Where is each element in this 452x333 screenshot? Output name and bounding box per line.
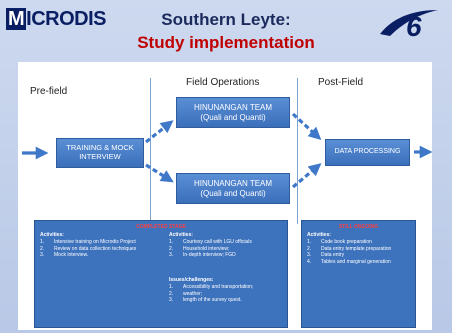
column-label-postfield: Post-Field: [318, 77, 364, 88]
prefield-activity-item: 2.Review on data collection techniques: [40, 245, 137, 252]
column-label-field: Field Operations: [186, 77, 260, 88]
data-processing-box: DATA PROCESSING: [325, 139, 410, 166]
flow-arrows: [22, 112, 432, 189]
completed-stage-box: COMPLETED STAGE Activities: 1.Intensive …: [34, 220, 288, 328]
team-bottom-line2: (Quali and Quanti): [200, 188, 266, 198]
postfield-activity-item: 1.Code book preparation: [307, 238, 372, 245]
postfield-activity-item: 4.Tables and marginal generation: [307, 259, 391, 265]
column-label-prefield: Pre-field: [30, 86, 68, 97]
still-ongoing-label: STILL ONGOING: [338, 224, 379, 230]
postfield-activity-item: 2.Data entry template preparation: [307, 245, 392, 252]
field-activities-heading: Activities:: [169, 232, 193, 238]
postfield-activities-heading: Activities:: [307, 232, 331, 238]
field-activity-item: 1.Courtesy call with LGU officials: [169, 238, 252, 245]
issues-heading: Issues/challenges:: [169, 277, 214, 283]
diagram-panel: Pre-field Field Operations Post-Field TR…: [18, 62, 432, 330]
completed-stage-label: COMPLETED STAGE: [136, 224, 186, 230]
issue-item: 1.Accessibility and transportation;: [169, 283, 254, 290]
title-line-2: Study implementation: [137, 33, 315, 52]
arrow-training-to-team-top: [145, 120, 174, 144]
team-top-line2: (Quali and Quanti): [200, 112, 266, 122]
data-processing-label: DATA PROCESSING: [334, 148, 401, 156]
training-box: TRAINING & MOCK INTERVIEW: [56, 138, 144, 168]
issue-item: 3.length of the survey quest.: [169, 297, 242, 304]
still-ongoing-box: STILL ONGOING Activities: 1.Code book pr…: [301, 220, 416, 328]
team-top-line1: HINUNANGAN TEAM: [193, 103, 273, 113]
training-box-line1: TRAINING & MOCK: [66, 143, 134, 153]
postfield-activities: Activities: 1.Code book preparation 2.Da…: [307, 232, 411, 266]
postfield-activity-item: 3.Data entry: [307, 252, 345, 259]
team-bottom-box: HINUNANGAN TEAM (Quali and Quanti): [176, 173, 290, 204]
training-box-line2: INTERVIEW: [79, 152, 121, 161]
arrow-training-to-team-bottom: [145, 163, 174, 183]
field-activities: Activities: 1.Courtesy call with LGU off…: [169, 232, 281, 259]
team-top-box: HINUNANGAN TEAM (Quali and Quanti): [176, 97, 290, 128]
field-activity-item: 3.In-depth interview; FGD: [169, 252, 236, 259]
issue-item: 2.weather;: [169, 290, 203, 297]
prefield-activity-item: 3.Mock interview.: [40, 252, 89, 259]
title-line-1: Southern Leyte:: [161, 10, 291, 29]
arrow-team-top-to-processing: [291, 112, 322, 141]
issues-challenges: Issues/challenges: 1.Accessibility and t…: [169, 277, 281, 304]
divider-left: [150, 78, 151, 224]
prefield-activities-heading: Activities:: [40, 232, 64, 238]
arrow-team-bottom-to-processing: [291, 163, 322, 189]
prefield-activities: Activities: 1.Intensive training on Micr…: [40, 232, 150, 259]
svg-text:6: 6: [406, 11, 422, 42]
prefield-activity-item: 1.Intensive training on Microdis Project: [40, 238, 136, 245]
fp6-logo-icon: 6: [380, 10, 438, 42]
field-activity-item: 2.Household interview;: [169, 245, 230, 252]
team-bottom-line1: HINUNANGAN TEAM: [193, 179, 273, 189]
divider-right: [297, 78, 298, 224]
